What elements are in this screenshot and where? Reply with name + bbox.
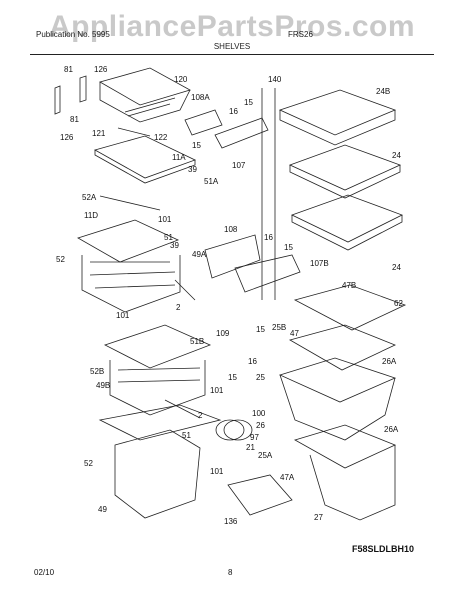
- part-label: 25B: [272, 323, 286, 332]
- part-label: 49B: [96, 381, 110, 390]
- part-label: 24: [392, 263, 401, 272]
- part-label: 21: [246, 443, 255, 452]
- part-label: 2: [176, 303, 181, 312]
- part-label: 108A: [191, 93, 210, 102]
- part-label: 109: [216, 329, 230, 338]
- part-label: 100: [252, 409, 266, 418]
- part-label: 126: [94, 65, 108, 74]
- part-label: 52A: [82, 193, 97, 202]
- lid-47B: [293, 284, 407, 331]
- part-label: 120: [174, 75, 188, 84]
- diagram-drawing: [54, 67, 407, 521]
- part-label: 51: [182, 431, 191, 440]
- handle-2-upper: [174, 279, 196, 301]
- part-label: 27: [314, 513, 323, 522]
- drawer-47: [288, 324, 397, 371]
- footer-page-number: 8: [228, 568, 233, 577]
- part-label: 47B: [342, 281, 356, 290]
- handle-121: [117, 127, 151, 137]
- part-label: 107B: [310, 259, 329, 268]
- part-label: 49A: [192, 250, 207, 259]
- part-label: 24B: [376, 87, 390, 96]
- part-label: 52: [56, 255, 65, 264]
- part-label: 62: [394, 299, 403, 308]
- rail-52A: [99, 195, 161, 211]
- drawer-27: [309, 445, 396, 521]
- basket-lower: [109, 360, 206, 416]
- part-label: 15: [192, 141, 201, 150]
- part-label: 52B: [90, 367, 104, 376]
- shelf-24-lower: [290, 194, 404, 243]
- part-label: 101: [116, 311, 130, 320]
- part-label: 16: [248, 357, 257, 366]
- part-label: 51A: [204, 177, 219, 186]
- part-label: 52: [84, 459, 93, 468]
- part-label: 107: [232, 161, 246, 170]
- drawer-26-top: [278, 357, 397, 403]
- part-label: 26: [256, 421, 265, 430]
- part-label: 39: [170, 241, 179, 250]
- part-label: 15: [284, 243, 293, 252]
- part-label: 51B: [190, 337, 204, 346]
- part-label: 122: [154, 133, 168, 142]
- bracket-right: [79, 75, 87, 103]
- part-label: 51: [164, 233, 173, 242]
- part-label: 101: [158, 215, 172, 224]
- part-label: 15: [256, 325, 265, 334]
- part-label: 140: [268, 75, 282, 84]
- watermark: AppliancePartsPros.com: [48, 10, 416, 43]
- part-label: 126: [60, 133, 74, 142]
- bracket-left: [54, 85, 61, 115]
- header-publication: Publication No. 5995: [36, 30, 110, 39]
- header-rule: [30, 54, 434, 55]
- module-108: [204, 234, 261, 279]
- part-label: 15: [228, 373, 237, 382]
- part-label: 11D: [84, 211, 98, 220]
- rail-set-52: [98, 404, 222, 441]
- part-label: 136: [224, 517, 238, 526]
- part-label: 47: [290, 329, 299, 338]
- module-108A: [184, 109, 223, 136]
- drawer-cover-top: [98, 67, 192, 106]
- basket-upper: [81, 255, 181, 313]
- part-label: 81: [70, 115, 79, 124]
- coil-97: [215, 419, 245, 441]
- part-label: 97: [250, 433, 259, 442]
- part-label: 49: [98, 505, 107, 514]
- part-label-group: 81 126 120 81 126 108A 15 16 140 24B 121…: [56, 65, 403, 526]
- drawer-49: [114, 429, 201, 519]
- part-label: 26A: [382, 357, 397, 366]
- header-model: FRS26: [288, 30, 313, 39]
- drawer-cover-body: [99, 82, 191, 123]
- part-label: 39: [188, 165, 197, 174]
- lid-47A: [293, 424, 397, 469]
- shelf-24-middle: [288, 144, 402, 191]
- part-label: 2: [198, 411, 203, 420]
- part-label: 15: [244, 98, 253, 107]
- drawer-26-body: [279, 374, 396, 441]
- footer-date: 02/10: [34, 568, 55, 577]
- basket-lower-top: [103, 324, 212, 369]
- part-label: 11A: [172, 153, 186, 162]
- part-label: 81: [64, 65, 73, 74]
- part-label: 121: [92, 129, 106, 138]
- part-label: 26A: [384, 425, 399, 434]
- part-label: 25: [256, 373, 265, 382]
- cover-136: [227, 474, 293, 516]
- part-label: 16: [229, 107, 238, 116]
- diagram-code: F58SLDLBH10: [352, 544, 415, 554]
- part-label: 101: [210, 386, 224, 395]
- module-107: [214, 117, 269, 149]
- part-label: 108: [224, 225, 238, 234]
- shelf-11D: [77, 219, 180, 263]
- part-label: 25A: [258, 451, 273, 460]
- cover-107B: [234, 254, 301, 293]
- handle-2-lower: [164, 399, 201, 419]
- part-label: 101: [210, 467, 224, 476]
- section-title: SHELVES: [213, 42, 251, 51]
- part-label: 16: [264, 233, 273, 242]
- part-label: 24: [392, 151, 401, 160]
- part-label: 47A: [280, 473, 295, 482]
